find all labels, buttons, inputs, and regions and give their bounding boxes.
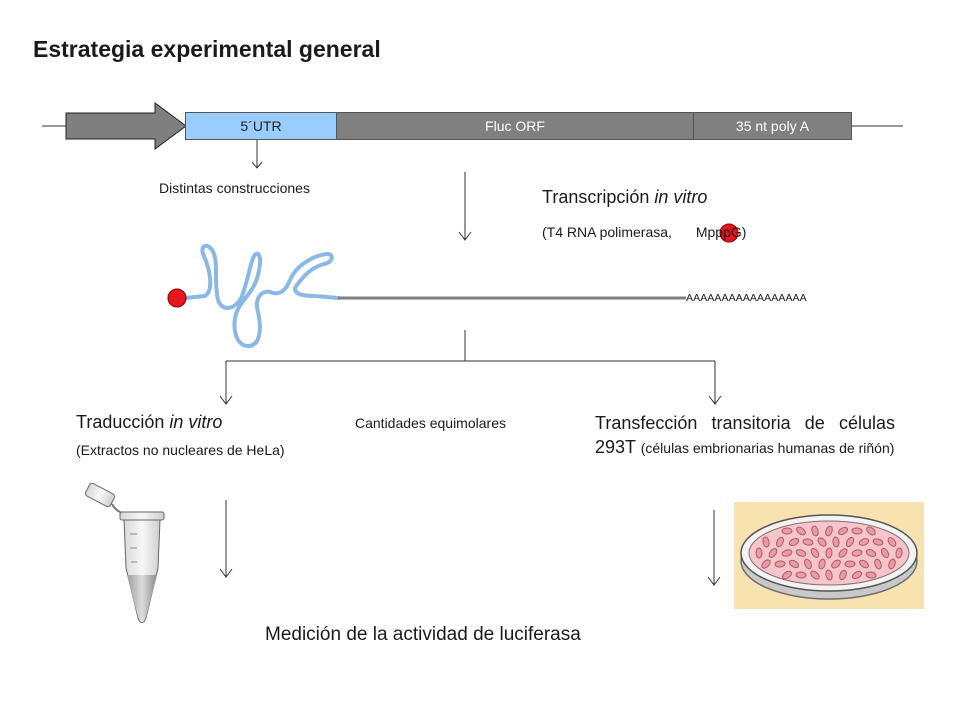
cell — [825, 569, 833, 581]
cell — [865, 549, 877, 557]
cell — [844, 560, 856, 568]
cell — [851, 527, 863, 535]
cell — [762, 536, 770, 548]
cell — [865, 571, 877, 579]
transcription-title-italic: in vitro — [654, 187, 708, 207]
measurement-label: Medición de la actividad de luciferasa — [265, 624, 581, 645]
cell — [825, 547, 833, 559]
cell — [837, 526, 849, 536]
cell — [866, 526, 876, 536]
cell — [895, 547, 903, 559]
segment-fluc-orf: Fluc ORF — [336, 112, 694, 140]
cell — [788, 559, 800, 569]
cell — [781, 527, 793, 535]
mrna-cap-icon — [167, 288, 187, 308]
branch-connector — [219, 330, 722, 405]
mrna-utr-strand — [183, 244, 340, 348]
cell — [768, 548, 778, 558]
transfection-title: Transfección transitoria de células 293T — [595, 413, 895, 457]
cell — [851, 549, 863, 557]
cell — [796, 526, 806, 536]
transcription-detail: (T4 RNA polimerasa, MpppG) — [542, 224, 746, 240]
cell — [788, 537, 800, 547]
cell — [817, 537, 827, 547]
cell — [839, 569, 847, 581]
transcription-detail-prefix: (T4 RNA polimerasa, — [542, 224, 672, 240]
translation-title-italic: in vitro — [169, 412, 223, 432]
diagram-title: Estrategia experimental general — [33, 36, 381, 62]
cell — [831, 559, 841, 569]
cell — [761, 559, 771, 569]
transcription-arrow — [458, 172, 472, 241]
cell — [810, 570, 820, 580]
cell — [774, 560, 786, 568]
polya-sequence: AAAAAAAAAAAAAAAAA — [686, 292, 807, 304]
cell — [858, 538, 870, 546]
translation-title: Traducción in vitro — [76, 412, 222, 433]
segment-5utr: 5´UTR — [185, 112, 337, 140]
transfection-detail: (células embrionarias humanas de riñón) — [640, 439, 895, 456]
cell — [795, 571, 807, 579]
cell — [832, 536, 840, 548]
cell — [872, 538, 884, 546]
segment-poly-a: 35 nt poly A — [693, 112, 852, 140]
transfection-label: Transfección transitoria de células 293T… — [595, 412, 895, 460]
cell — [811, 525, 819, 537]
petri-dish-icon — [734, 502, 924, 609]
constructs-label: Distintas construcciones — [159, 180, 310, 196]
cell — [845, 536, 855, 548]
cell — [851, 570, 863, 580]
cell — [802, 538, 814, 546]
cap-legend-icon — [719, 223, 739, 243]
cell — [859, 559, 869, 569]
transcription-detail-suffix: MpppG) — [695, 224, 747, 240]
translation-result-arrow — [219, 500, 233, 578]
transfection-result-arrow — [707, 510, 721, 586]
equimolar-label: Cantidades equimolares — [355, 415, 506, 431]
cell — [887, 537, 897, 547]
cell — [880, 547, 890, 559]
promoter-arrow — [65, 102, 187, 150]
constructs-arrow — [251, 140, 263, 169]
cell — [825, 525, 833, 537]
cell — [776, 536, 784, 548]
microtube-icon — [76, 480, 166, 630]
cell — [795, 549, 807, 557]
cell — [874, 558, 882, 570]
transcription-title-text: Transcripción — [542, 187, 655, 207]
translation-detail: (Extractos no nucleares de HeLa) — [76, 442, 285, 458]
cell — [782, 570, 792, 580]
cell — [810, 547, 820, 559]
translation-title-text: Traducción — [76, 412, 170, 432]
cell — [818, 558, 826, 570]
cell — [888, 558, 896, 570]
cell — [804, 558, 812, 570]
cell — [781, 549, 793, 557]
transcription-title: Transcripción in vitro — [542, 187, 707, 208]
cell — [838, 548, 848, 558]
cell — [755, 547, 763, 559]
